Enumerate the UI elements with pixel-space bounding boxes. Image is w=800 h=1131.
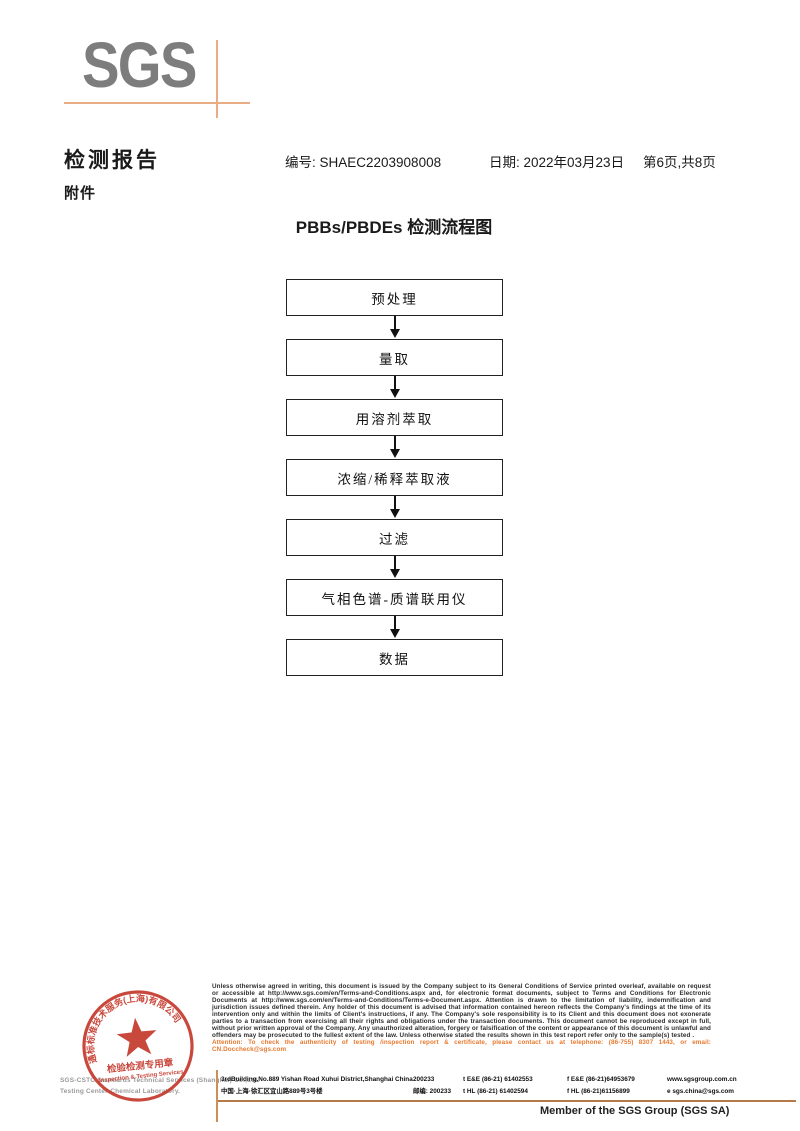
flow-step-solvent-extraction: 用溶剂萃取 xyxy=(286,399,503,436)
website[interactable]: www.sgsgroup.com.cn xyxy=(667,1076,737,1083)
fax-hl: f HL (86-21)61156899 xyxy=(567,1088,630,1095)
footer-horizontal-line xyxy=(217,1100,796,1102)
down-arrow-icon xyxy=(286,316,503,339)
legal-disclaimer-block: Unless otherwise agreed in writing, this… xyxy=(212,983,711,1054)
down-arrow-icon xyxy=(286,616,503,639)
address-row-en: 3rdBuilding,No.889 Yishan Road Xuhui Dis… xyxy=(221,1074,799,1086)
seal-ring-text: 通标标准技术服务(上海)有限公司 xyxy=(79,988,186,1066)
report-date: 日期: 2022年03月23日 xyxy=(489,155,625,170)
flowchart-title: PBBs/PBDEs 检测流程图 xyxy=(295,218,493,237)
postal-code-cn: 邮编: 200233 xyxy=(413,1088,452,1095)
flow-step-measure: 量取 xyxy=(286,339,503,376)
flow-step-gcms: 气相色谱-质谱联用仪 xyxy=(286,579,503,616)
address-row-cn: 中国·上海·徐汇区宜山路889号3号楼 邮编: 200233 t HL (86-21… xyxy=(221,1086,799,1098)
flow-step-data: 数据 xyxy=(286,639,503,676)
sgs-logo: SGS xyxy=(82,29,197,101)
attachment-label: 附件 xyxy=(64,185,97,202)
address-cn: 中国·上海·徐汇区宜山路889号3号楼 xyxy=(221,1088,323,1095)
company-name-en: SGS-CSTC Standards Technical Services (S… xyxy=(60,1077,260,1084)
report-number: 编号: SHAEC2203908008 xyxy=(285,155,442,170)
logo-crosshair-vertical-line xyxy=(216,40,218,118)
flow-step-pretreatment: 预处理 xyxy=(286,279,503,316)
address-block: 3rdBuilding,No.889 Yishan Road Xuhui Dis… xyxy=(221,1074,799,1098)
company-lab-name: Testing Center-Chemical Laboratory. xyxy=(60,1088,181,1095)
flow-step-filter: 过滤 xyxy=(286,519,503,556)
svg-text:通标标准技术服务(上海)有限公司: 通标标准技术服务(上海)有限公司 xyxy=(79,988,186,1066)
report-title: 检测报告 xyxy=(64,149,160,172)
down-arrow-icon xyxy=(286,376,503,399)
address-superscript: 3rd xyxy=(221,1076,231,1083)
page-indicator: 第6页,共8页 xyxy=(643,155,716,170)
inspection-testing-seal: 通标标准技术服务(上海)有限公司 检验检测专用章 Inspection & Te… xyxy=(79,988,194,1102)
tel-ee: t E&E (86-21) 61402553 xyxy=(463,1076,533,1083)
postal-code-en: 200233 xyxy=(413,1076,435,1083)
down-arrow-icon xyxy=(286,556,503,579)
tel-hl: t HL (86-21) 61402594 xyxy=(463,1088,528,1095)
sgs-member-text: Member of the SGS Group (SGS SA) xyxy=(540,1105,730,1117)
down-arrow-icon xyxy=(286,496,503,519)
address-en: Building,No.889 Yishan Road Xuhui Distri… xyxy=(230,1076,413,1083)
down-arrow-icon xyxy=(286,436,503,459)
footer-vertical-line xyxy=(216,1070,218,1122)
seal-star-icon xyxy=(116,1017,157,1057)
logo-crosshair-horizontal-line xyxy=(64,102,250,104)
flowchart: 预处理 量取 用溶剂萃取 浓缩/稀释萃取液 过滤 气相色谱-质谱联用仪 数据 xyxy=(286,279,503,676)
email[interactable]: e sgs.china@sgs.com xyxy=(667,1088,734,1095)
company-name-block: SGS-CSTC Standards Technical Services (S… xyxy=(60,1075,260,1097)
attention-text[interactable]: Attention: To check the authenticity of … xyxy=(212,1038,711,1053)
flow-step-concentrate-dilute: 浓缩/稀释萃取液 xyxy=(286,459,503,496)
fax-ee: f E&E (86-21)64953679 xyxy=(567,1076,635,1083)
disclaimer-text: Unless otherwise agreed in writing, this… xyxy=(212,983,711,1039)
